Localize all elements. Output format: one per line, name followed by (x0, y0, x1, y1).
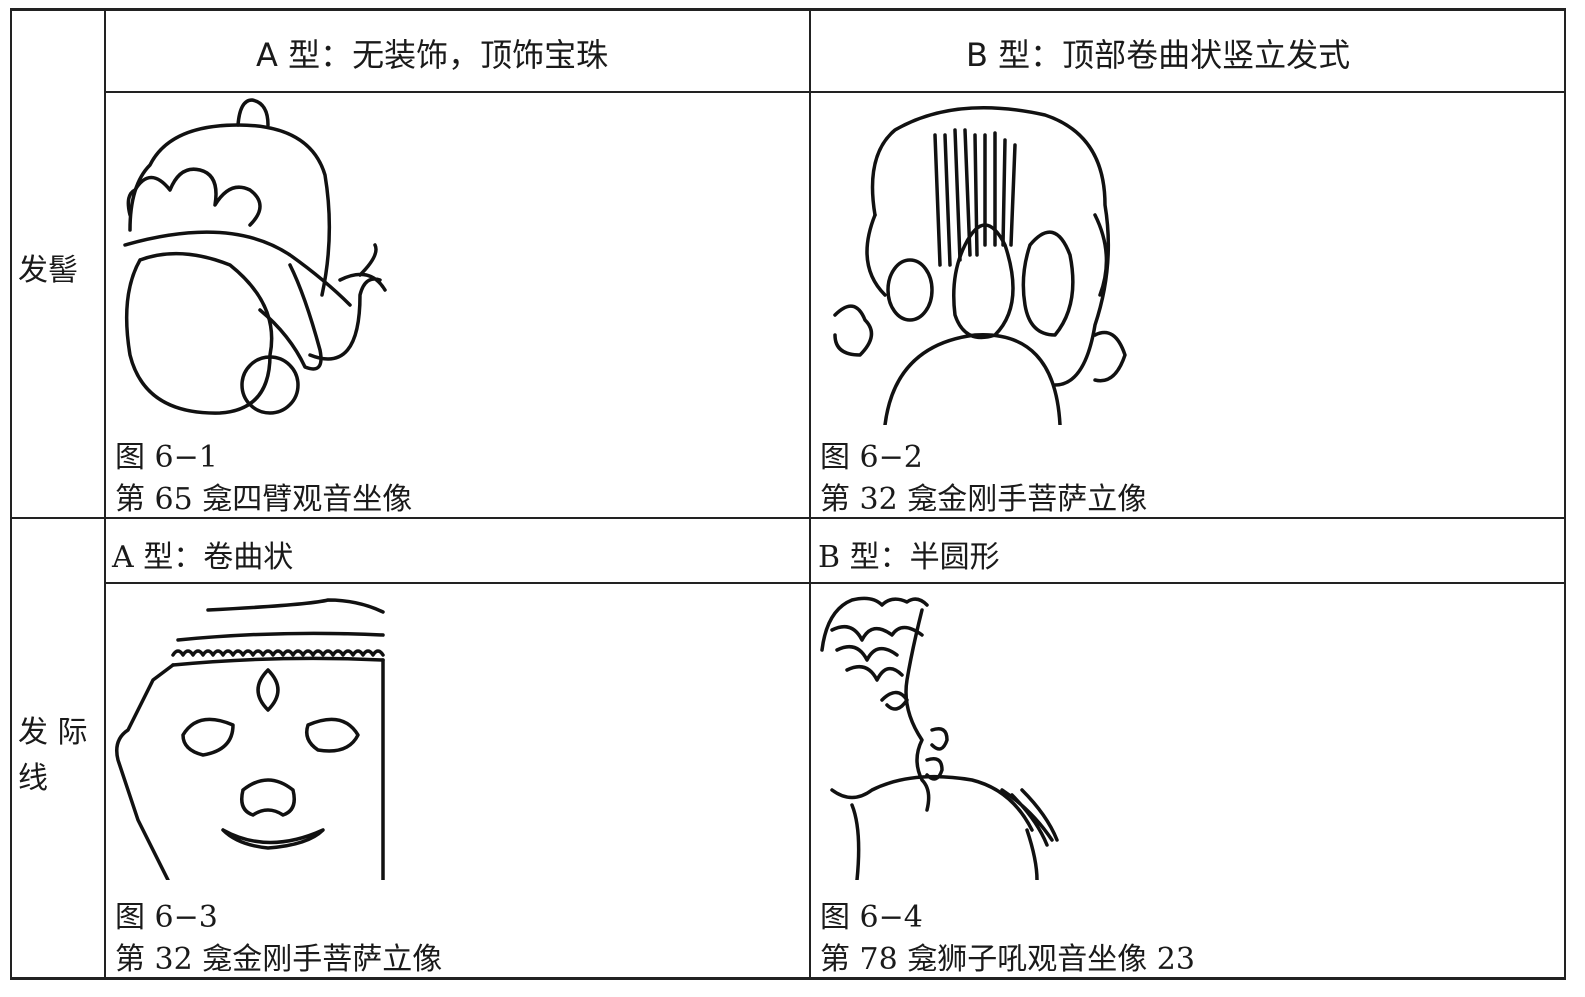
figure-6-2-caption: 第 32 龛金刚手菩萨立像 (820, 482, 1148, 517)
row-divider-header (104, 91, 1566, 93)
row-divider-1 (10, 517, 1566, 519)
row-label-hair-bun: 发髻 (18, 253, 78, 288)
figure-6-3-label: 图 6−3 (115, 900, 218, 935)
figure-6-3-caption: 第 32 龛金刚手菩萨立像 (115, 942, 443, 977)
figure-6-1-drawing (123, 98, 387, 415)
row-label-hairline-2: 线 (18, 761, 48, 796)
table-top-border (10, 8, 1566, 11)
column-divider-1 (104, 8, 106, 980)
figure-6-4-caption: 第 78 龛狮子吼观音坐像 23 (820, 942, 1195, 977)
table-right-border (1564, 8, 1566, 980)
row-label-hairline-1: 发 际 (18, 715, 88, 750)
figure-6-4-label: 图 6−4 (820, 900, 923, 935)
subheader-type-a-curled: A 型：卷曲状 (112, 540, 294, 575)
figure-6-1-caption: 第 65 龛四臂观音坐像 (115, 482, 413, 517)
header-type-b: B 型：顶部卷曲状竖立发式 (966, 36, 1351, 74)
subheader-type-b-semicircle: B 型：半圆形 (818, 540, 1000, 575)
table-left-border (10, 8, 12, 980)
row-divider-subheader (104, 582, 1566, 584)
figure-6-1-label: 图 6−1 (115, 440, 218, 475)
figure-6-2-drawing (833, 106, 1127, 425)
figure-6-2-label: 图 6−2 (820, 440, 923, 475)
figure-6-3-drawing (115, 598, 385, 880)
table-bottom-border (10, 977, 1566, 980)
header-type-a: A 型：无装饰，顶饰宝珠 (256, 36, 609, 74)
figure-6-4-drawing (820, 596, 1059, 880)
column-divider-2 (809, 8, 811, 980)
